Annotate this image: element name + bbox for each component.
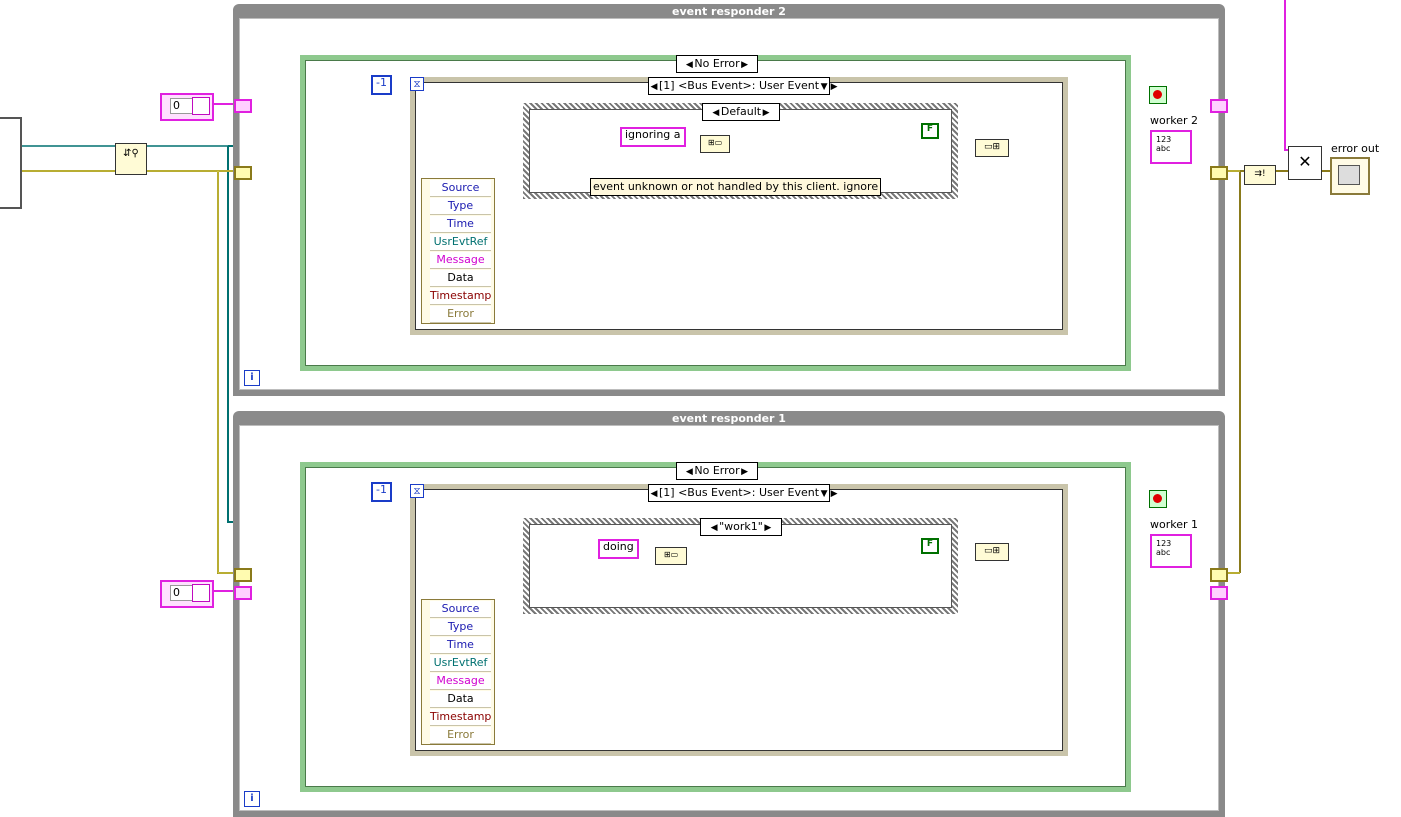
case-selector-bottom[interactable]: ◀No Error▶ xyxy=(676,462,758,480)
error-out-indicator[interactable] xyxy=(1330,157,1370,195)
build-array-icon-top: ▭⊞ xyxy=(983,142,1001,152)
merge-errors-icon: ⇉! xyxy=(1254,169,1266,179)
event-field-data-b[interactable]: Data xyxy=(430,691,491,708)
event-field-source[interactable]: Source xyxy=(430,180,491,197)
build-array-node-top[interactable]: ▭⊞ xyxy=(975,139,1009,157)
event-next-icon[interactable]: ▶ xyxy=(830,82,838,92)
string-constant-ignoring[interactable]: ignoring a xyxy=(620,127,686,147)
inner-case-prev-icon-bottom[interactable]: ◀ xyxy=(710,523,718,533)
event-field-source-b[interactable]: Source xyxy=(430,601,491,618)
event-selector-top-label: [1] <Bus Event>: User Event xyxy=(659,79,820,92)
shift-register-right-bottom-olive[interactable] xyxy=(1210,568,1228,582)
timeout-constant-bottom[interactable]: -1 xyxy=(371,482,392,502)
case-next-icon-bottom[interactable]: ▶ xyxy=(741,467,749,477)
concat-node-bottom[interactable]: ⊞▭ xyxy=(655,547,687,565)
event-prev-icon-bottom[interactable]: ◀ xyxy=(650,489,658,499)
event-next-icon-bottom[interactable]: ▶ xyxy=(830,489,838,499)
inner-case-selector-top-label: Default xyxy=(720,105,762,118)
shift-register-right-top-pink[interactable] xyxy=(1210,99,1228,113)
event-field-message[interactable]: Message xyxy=(430,252,491,269)
worker-1-label: worker 1 xyxy=(1150,518,1199,531)
concat-icon-top: ⊞▭ xyxy=(707,138,723,147)
shift-register-right-top-olive[interactable] xyxy=(1210,166,1228,180)
numeric-control-bottom-value[interactable]: 0 xyxy=(170,585,194,601)
event-field-message-b[interactable]: Message xyxy=(430,673,491,690)
concat-icon-bottom: ⊞▭ xyxy=(663,550,679,559)
event-selector-bottom-label: [1] <Bus Event>: User Event xyxy=(659,486,820,499)
shift-register-left-bottom-olive[interactable] xyxy=(234,568,252,582)
event-field-timestamp-b[interactable]: Timestamp xyxy=(430,709,491,726)
event-field-type-b[interactable]: Type xyxy=(430,619,491,636)
iteration-terminal-top: i xyxy=(244,370,260,386)
event-selector-bottom[interactable]: ◀[1] <Bus Event>: User Event▼▶ xyxy=(648,484,838,502)
build-array-icon-bottom: ▭⊞ xyxy=(983,546,1001,556)
event-data-node-top: Source Type Time UsrEvtRef Message Data … xyxy=(421,178,495,324)
build-array-node-bottom[interactable]: ▭⊞ xyxy=(975,543,1009,561)
event-selector-top[interactable]: ◀[1] <Bus Event>: User Event▼▶ xyxy=(648,77,838,95)
event-dropdown-icon-bottom[interactable]: ▼ xyxy=(820,489,828,499)
timeout-constant-top[interactable]: -1 xyxy=(371,75,392,95)
event-field-type[interactable]: Type xyxy=(430,198,491,215)
event-field-usrevtref[interactable]: UsrEvtRef xyxy=(430,234,491,251)
register-events-icon: ⇵⚲ xyxy=(123,148,139,159)
shift-register-left-top-olive[interactable] xyxy=(234,166,252,180)
case-prev-icon-bottom[interactable]: ◀ xyxy=(685,467,693,477)
stop-indicator-top[interactable] xyxy=(1149,86,1167,104)
comment-unknown-event: event unknown or not handled by this cli… xyxy=(590,178,882,196)
concat-node-top[interactable]: ⊞▭ xyxy=(700,135,730,153)
event-field-timestamp[interactable]: Timestamp xyxy=(430,288,491,305)
numeric-control-top-value[interactable]: 0 xyxy=(170,98,194,114)
event-field-time-b[interactable]: Time xyxy=(430,637,491,654)
case-selector-top-label: No Error xyxy=(694,57,740,70)
numeric-control-top-button[interactable] xyxy=(192,97,210,115)
error-cluster-icon xyxy=(1338,165,1360,185)
boolean-false-top[interactable]: F xyxy=(921,123,939,139)
case-selector-bottom-label: No Error xyxy=(694,464,740,477)
register-events-node[interactable]: ⇵⚲ xyxy=(115,143,147,175)
event-field-error-b[interactable]: Error xyxy=(430,727,491,744)
event-data-node-bottom: Source Type Time UsrEvtRef Message Data … xyxy=(421,599,495,745)
error-out-label: error out xyxy=(1331,142,1380,155)
inner-case-selector-top[interactable]: ◀Default▶ xyxy=(702,103,780,121)
merge-errors-node[interactable]: ⇉! xyxy=(1244,165,1276,185)
event-field-error[interactable]: Error xyxy=(430,306,491,323)
timeout-hourglass-icon-top: ⧖ xyxy=(410,77,424,91)
inner-case-prev-icon-top[interactable]: ◀ xyxy=(712,108,720,118)
shift-register-left-top-pink[interactable] xyxy=(234,99,252,113)
case-next-icon[interactable]: ▶ xyxy=(741,60,749,70)
event-prev-icon[interactable]: ◀ xyxy=(650,82,658,92)
left-bundle-terminal[interactable] xyxy=(0,117,22,209)
shift-register-left-bottom-pink[interactable] xyxy=(234,586,252,600)
destroy-user-event-icon: ✕ xyxy=(1298,152,1312,171)
numeric-control-bottom-button[interactable] xyxy=(192,584,210,602)
event-field-data[interactable]: Data xyxy=(430,270,491,287)
destroy-user-event-node[interactable]: ✕ xyxy=(1288,146,1322,180)
shift-register-right-bottom-pink[interactable] xyxy=(1210,586,1228,600)
case-selector-top[interactable]: ◀No Error▶ xyxy=(676,55,758,73)
loop-title-bottom: event responder 1 xyxy=(233,411,1225,427)
event-field-time[interactable]: Time xyxy=(430,216,491,233)
loop-title-top: event responder 2 xyxy=(233,4,1225,20)
iteration-terminal-bottom: i xyxy=(244,791,260,807)
inner-case-selector-bottom[interactable]: ◀"work1"▶ xyxy=(700,518,782,536)
case-prev-icon[interactable]: ◀ xyxy=(685,60,693,70)
inner-case-next-icon-top[interactable]: ▶ xyxy=(762,108,770,118)
numeric-control-bottom[interactable]: 0 xyxy=(160,580,214,608)
numeric-control-top[interactable]: 0 xyxy=(160,93,214,121)
worker-2-label: worker 2 xyxy=(1150,114,1199,127)
timeout-hourglass-icon-bottom: ⧖ xyxy=(410,484,424,498)
pink-wire-vertical-right xyxy=(1284,0,1300,151)
string-constant-doing[interactable]: doing xyxy=(598,539,639,559)
event-field-usrevtref-b[interactable]: UsrEvtRef xyxy=(430,655,491,672)
inner-case-next-icon-bottom[interactable]: ▶ xyxy=(764,523,772,533)
boolean-false-bottom[interactable]: F xyxy=(921,538,939,554)
event-dropdown-icon[interactable]: ▼ xyxy=(820,82,828,92)
stop-indicator-bottom[interactable] xyxy=(1149,490,1167,508)
inner-case-frame-bottom xyxy=(529,524,952,608)
inner-case-selector-bottom-label: "work1" xyxy=(719,520,763,533)
